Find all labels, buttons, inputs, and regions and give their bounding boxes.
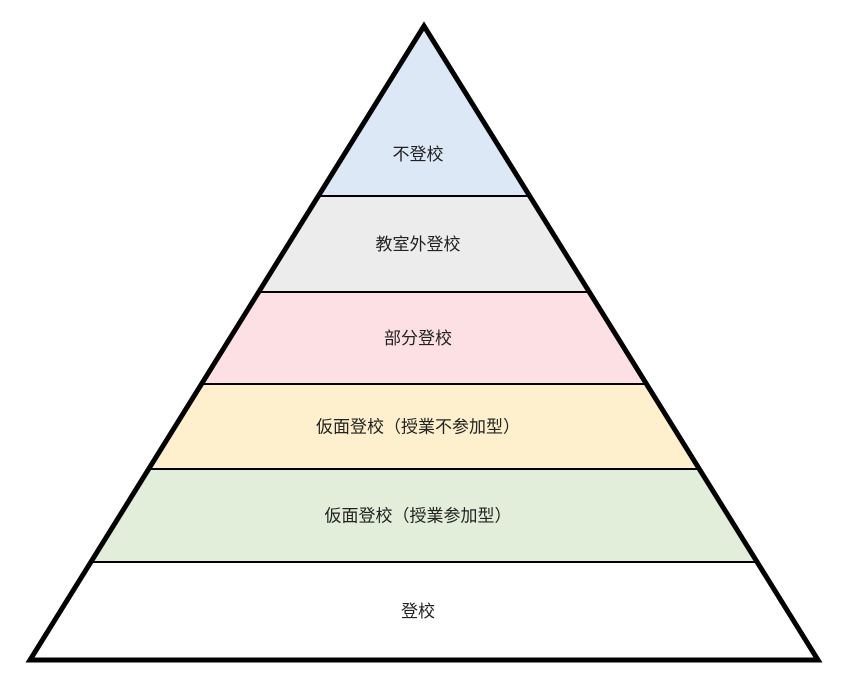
- tier-label-4: 仮面登校（授業不参加型）: [316, 418, 520, 438]
- tier-label-2: 教室外登校: [376, 235, 461, 255]
- pyramid-tiers: [30, 26, 818, 660]
- tier-label-3: 部分登校: [384, 329, 452, 349]
- tier-label-1: 不登校: [393, 145, 444, 165]
- pyramid-tier-5: [90, 469, 758, 562]
- pyramid-tier-6: [30, 562, 818, 660]
- pyramid-outline: [25, 21, 823, 663]
- pyramid-tier-3: [201, 292, 647, 384]
- tier-label-5: 仮面登校（授業参加型）: [325, 507, 512, 527]
- tier-label-6: 登校: [401, 602, 435, 622]
- pyramid-tier-4: [148, 384, 700, 469]
- pyramid-tier-1: [318, 26, 530, 196]
- pyramid-tier-2: [258, 196, 590, 292]
- pyramid-dividers: [90, 195, 758, 563]
